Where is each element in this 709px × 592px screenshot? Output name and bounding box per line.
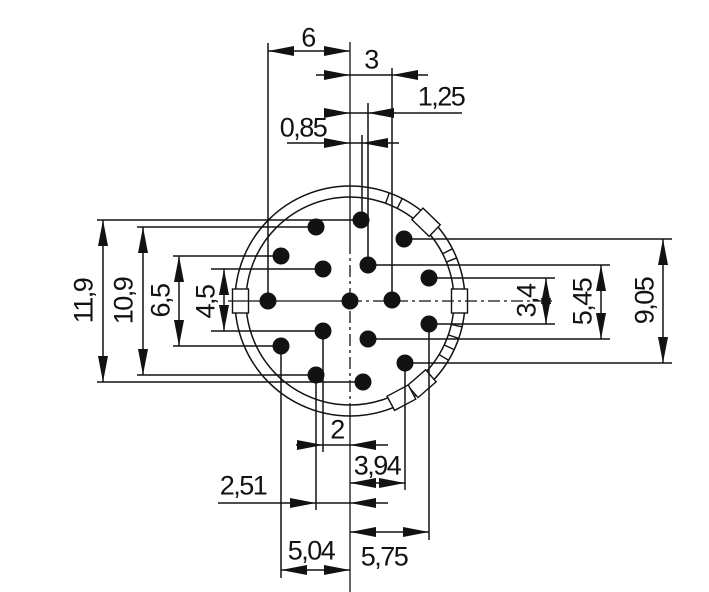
dimension-arrow (403, 527, 429, 537)
dimension-arrow (219, 305, 229, 331)
dimension-arrow (392, 70, 418, 80)
dimension-arrow (658, 239, 668, 265)
dimension-arrow (350, 498, 376, 508)
dimension-arrow (324, 108, 350, 118)
dimension-arrow (174, 320, 184, 346)
dimension-arrow (324, 565, 350, 575)
inner-ring-pin (359, 256, 377, 274)
outer-ring-pin (307, 366, 325, 384)
inner-ring-pin (314, 322, 332, 340)
outer-ring-pin (420, 315, 438, 333)
center-pin (341, 292, 359, 310)
outer-ring-pin (395, 230, 413, 248)
outer-ring-pin (420, 269, 438, 287)
inner-ring-pin (359, 330, 377, 348)
outer-ring-pin (272, 337, 290, 355)
dimension-arrow (290, 498, 316, 508)
dimension-arrow (541, 298, 551, 324)
ring-segment-tick (448, 334, 459, 340)
dimension-arrow (350, 440, 376, 450)
outer-ring-pin (272, 247, 290, 265)
dimension-arrow (219, 269, 229, 295)
dimension-arrow (541, 278, 551, 304)
dimension-arrow (174, 256, 184, 282)
dimension-arrow (350, 527, 376, 537)
ring-segment-tick (443, 344, 455, 351)
dimension-arrow (324, 138, 350, 148)
outer-ring-pin (396, 354, 414, 372)
ring-segment-tick (442, 248, 453, 255)
dimension-arrow (324, 46, 350, 56)
dimension-arrow (362, 138, 388, 148)
dimension-arrow (368, 108, 394, 118)
dimension-arrow (596, 265, 606, 291)
dimension-arrow (324, 70, 350, 80)
dimension-arrow (98, 356, 108, 382)
outer-ring-pin (259, 292, 277, 310)
keyway-notch (410, 207, 442, 238)
outer-ring-pin (307, 218, 325, 236)
dimension-arrow (379, 478, 405, 488)
ring-segment-tick (396, 198, 403, 209)
dimension-arrow (98, 220, 108, 246)
dimension-arrow (281, 565, 307, 575)
dimension-arrow (350, 478, 376, 488)
ring-segment-tick (438, 353, 449, 361)
outer-ring-pin (352, 211, 370, 229)
dimension-arrow (268, 46, 294, 56)
dimension-arrow (596, 313, 606, 339)
dimension-arrow (138, 227, 148, 253)
inner-ring-pin (314, 260, 332, 278)
dimension-arrow (138, 349, 148, 375)
inner-ring-pin (383, 291, 401, 309)
ring-segment-tick (446, 257, 457, 263)
ring-segment-tick (384, 192, 390, 204)
dimension-arrow (658, 337, 668, 363)
outer-ring-pin (354, 373, 372, 391)
dimension-arrow (297, 440, 323, 450)
ring-segment-tick (451, 323, 463, 328)
